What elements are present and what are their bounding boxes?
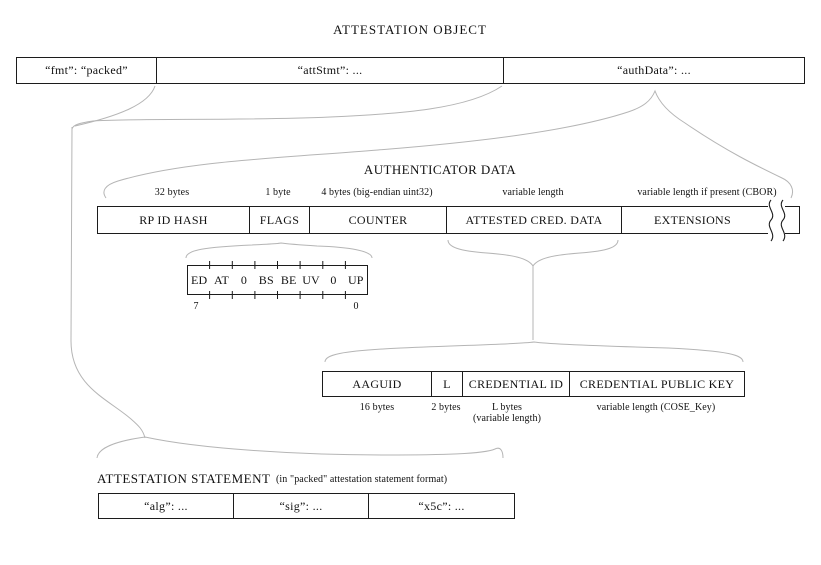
authdata-brace [103,89,794,199]
size-label-attested: variable length [502,187,564,198]
extensions-cell: EXTENSIONS [621,207,799,233]
attested-under-brace [447,239,619,267]
size-label-cpk: variable length (COSE_Key) [596,402,716,413]
flag-bit-up: UP [347,272,364,287]
flag-bit-at: AT [214,272,230,287]
authenticator-data-title: AUTHENTICATOR DATA [363,162,517,177]
authdata-cell: “authData”: ... [503,58,804,83]
flag-bit-be: BE [280,272,297,287]
counter-cell: COUNTER [309,207,446,233]
attstmt-stem [70,126,146,439]
flag-bit-rfu1: 0 [240,272,248,287]
rp-id-hash-cell: RP ID HASH [139,212,208,227]
attestation-statement-brace [96,436,504,459]
x5c-cell: “x5c”: ... [368,494,514,518]
size-label-aaguid: 16 bytes [359,402,395,413]
alg-cell: “alg”: ... [144,498,188,513]
page-title: ATTESTATION OBJECT [333,22,487,37]
flags-brace [185,242,373,259]
attested-cred-data-cell: ATTESTED CRED. DATA [446,207,621,233]
flag-bit-rfu2: 0 [330,272,337,287]
flags-cell: FLAGS [249,207,309,233]
authenticator-data-row: RP ID HASH FLAGS COUNTER ATTESTED CRED. … [97,206,800,234]
flag-bit-bs: BS [258,272,274,287]
attstmt-cell: “attStmt”: ... [156,58,503,83]
attestation-object-row: “fmt”: “packed” “attStmt”: ... “authData… [16,57,805,84]
fmt-cell: “fmt”: “packed” [45,63,128,77]
size-label-counter: 4 bytes (big-endian uint32) [321,187,433,198]
attestation-statement-row: “alg”: ... “sig”: ... “x5c”: ... [98,493,515,519]
credential-public-key-cell: CREDENTIAL PUBLIC KEY [569,372,744,396]
sig-cell: “sig”: ... [233,494,368,518]
attested-cred-data-row: AAGUID L CREDENTIAL ID CREDENTIAL PUBLIC… [322,371,745,397]
aaguid-cell: AAGUID [352,376,402,391]
size-label-l: 2 bytes [431,402,461,413]
flags-lsb-label: 0 [353,301,359,312]
l-cell: L [431,372,462,396]
flag-bit-uv: UV [302,272,320,287]
attested-breakdown-brace [324,341,744,363]
size-label-rpidhash: 32 bytes [154,187,190,198]
attstmt-funnel-left [74,85,156,127]
attestation-statement-title: ATTESTATION STATEMENT [97,471,271,486]
size-label-flags: 1 byte [265,187,291,198]
flags-msb-label: 7 [193,301,199,312]
size-label-credential-id: L bytes (variable length) [472,402,542,424]
attestation-statement-subtitle: (in "packed" attestation statement forma… [276,474,448,485]
flag-bit-ed: ED [190,272,208,287]
credential-id-cell: CREDENTIAL ID [462,372,569,396]
flags-bit-box: ED AT 0 BS BE UV 0 UP [187,265,368,295]
attstmt-funnel-right [71,85,503,130]
size-label-extensions: variable length if present (CBOR) [637,187,777,198]
